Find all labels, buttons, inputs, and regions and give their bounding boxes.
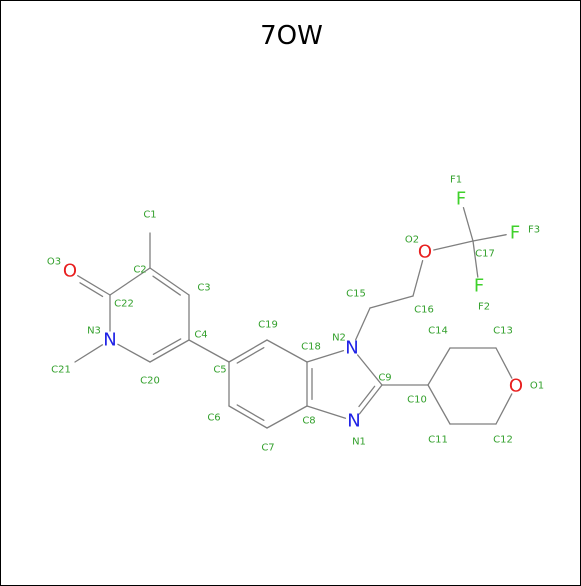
bond-c7-c6-second — [236, 404, 265, 422]
bond-c16-o2 — [412, 260, 424, 297]
atom-label-c8: C8 — [302, 416, 315, 427]
bond-c13-o1 — [495, 347, 513, 379]
atom-label-f2: F2 — [478, 302, 490, 313]
bond-c22-o3 — [77, 274, 111, 296]
bond-c22-o3-second — [79, 282, 104, 298]
bond-o1-c12 — [495, 393, 513, 425]
atom-symbol-o2: O — [418, 242, 432, 263]
bond-c5-c19 — [228, 339, 268, 363]
atom-label-c18: C18 — [301, 342, 321, 353]
atom-label-c9: C9 — [378, 373, 391, 384]
atom-label-c5: C5 — [213, 365, 226, 376]
bond-c4-c20 — [149, 339, 190, 363]
atom-label-c10: C10 — [407, 395, 427, 406]
bond-c17-f1 — [462, 207, 474, 242]
atom-label-c6: C6 — [207, 413, 220, 424]
atom-symbol-f3: F — [510, 223, 520, 244]
atom-label-c22: C22 — [114, 299, 134, 310]
bond-c17-f3 — [472, 234, 507, 242]
atom-label-o3: O3 — [47, 257, 61, 268]
atom-symbol-o1: O — [509, 376, 523, 397]
diagram-title: 7OW — [260, 21, 323, 51]
atom-label-c11: C11 — [428, 435, 448, 446]
bond-c2-c3-second — [152, 275, 181, 296]
atom-label-f3: F3 — [528, 225, 540, 236]
atom-symbol-layer: N N N O O O F F F — [63, 189, 523, 432]
atom-label-n1: N1 — [352, 437, 366, 448]
atom-symbol-o3: O — [63, 261, 77, 282]
atom-symbol-f1: F — [456, 189, 466, 210]
bond-n1-c8 — [306, 405, 347, 419]
atom-symbol-f2: F — [474, 276, 484, 297]
atom-label-c4: C4 — [194, 330, 207, 341]
bond-c11-c10 — [427, 384, 451, 425]
atom-symbol-n2: N — [345, 338, 358, 359]
atom-label-o1: O1 — [530, 381, 544, 392]
atom-label-f1: F1 — [450, 175, 462, 186]
bond-layer — [74, 207, 513, 429]
bond-c18-n2 — [306, 350, 345, 363]
atom-label-c21: C21 — [51, 365, 71, 376]
bond-c2-c3 — [149, 267, 190, 296]
bond-c15-c16 — [369, 295, 414, 309]
bond-n2-c9 — [357, 354, 383, 386]
atom-label-c17: C17 — [475, 249, 495, 260]
atom-label-o2: O2 — [405, 235, 419, 246]
bond-c4-c5 — [188, 339, 230, 363]
atom-label-c15: C15 — [346, 289, 366, 300]
atom-label-c1: C1 — [143, 210, 156, 221]
atom-label-c19: C19 — [258, 320, 278, 331]
bond-c5-c19-second — [236, 346, 265, 364]
bond-n2-c15 — [355, 307, 371, 341]
bond-n3-c21 — [74, 344, 104, 363]
bond-c22-c2 — [109, 267, 151, 296]
atom-label-n3: N3 — [87, 326, 101, 337]
atom-label-c2: C2 — [133, 265, 146, 276]
bond-c4-c20-second — [152, 338, 182, 355]
bond-c7-c6 — [228, 405, 268, 429]
atom-label-c14: C14 — [428, 326, 448, 337]
bond-c17-f2 — [472, 240, 479, 278]
bond-c10-c14 — [427, 347, 451, 386]
bond-c8-c7 — [266, 405, 308, 429]
bond-c19-c18 — [266, 339, 308, 363]
bond-c9-n1 — [358, 384, 383, 415]
atom-label-c20: C20 — [140, 376, 160, 387]
atom-label-n2: N2 — [332, 333, 346, 344]
atom-label-c3: C3 — [197, 283, 210, 294]
atom-label-c7: C7 — [261, 443, 274, 454]
bond-c20-n3 — [117, 343, 151, 363]
atom-label-c12: C12 — [493, 435, 513, 446]
bond-c9-n1-second — [358, 385, 376, 408]
bond-o2-c17 — [433, 240, 474, 251]
atom-symbol-n3: N — [103, 330, 116, 351]
atom-label-c16: C16 — [414, 305, 434, 316]
atom-symbol-n1: N — [347, 411, 360, 432]
atom-label-c13: C13 — [493, 326, 513, 337]
